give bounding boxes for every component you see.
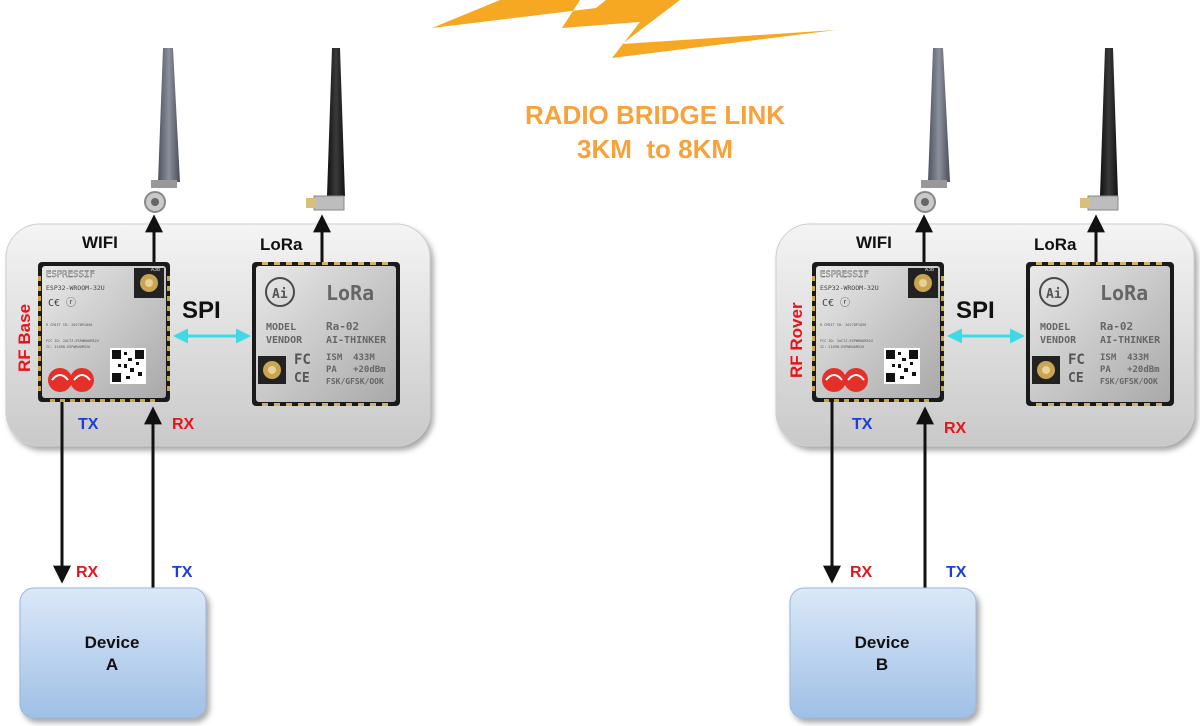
esp32-module: ESPRESSIF ESP32-WROOM-32U C€ ⓡ R CMIIT I… [812, 262, 944, 402]
rf-base-unit: WIFI LoRa ESPRESSIF ESP32-WROOM-32U C€ ⓡ… [5, 48, 431, 719]
lora-mod-text: FSK/GFSK/OOK [326, 377, 384, 386]
board-tx-label: TX [78, 416, 99, 433]
lora-module: Ai LoRa MODEL Ra-02 VENDOR AI-THINKER FC… [1026, 262, 1174, 406]
lora-label: LoRa [260, 235, 303, 254]
device-b-line1: Device [855, 633, 910, 652]
lora-vendor-label: VENDOR [266, 335, 303, 346]
lora-logo-ai: Ai [1046, 287, 1062, 302]
lora-model-value: Ra-02 [1100, 320, 1133, 333]
wifi-label: WIFI [856, 233, 892, 252]
title-line-1: RADIO BRIDGE LINK [525, 100, 785, 130]
lora-module: Ai LoRa MODEL Ra-02 VENDOR AI-THINKER FC… [252, 262, 400, 406]
lora-pa-text: PA +20dBm [326, 365, 386, 375]
device-rx-label: RX [76, 564, 99, 581]
wifi-label: WIFI [82, 233, 118, 252]
board-tx-label: TX [852, 416, 873, 433]
lora-mod-text: FSK/GFSK/OOK [1100, 377, 1158, 386]
lora-pa-text: PA +20dBm [1100, 365, 1160, 375]
esp-model-text: ESP32-WROOM-32U [46, 284, 105, 292]
lora-antenna-icon [1080, 48, 1119, 211]
esp-small-3: IC: 21098-ESPWROOM32U [820, 345, 864, 349]
lora-ism-text: ISM 433M [326, 353, 375, 363]
esp-model-text: ESP32-WROOM-32U [820, 284, 879, 292]
esp-brand-text: ESPRESSIF [46, 270, 95, 280]
esp-small-1: R CMIIT ID: 2017DP1056 [820, 323, 866, 327]
lora-logo-text: LoRa [326, 281, 374, 305]
device-a-line2: A [106, 655, 118, 674]
lightning-bolt-icon [432, 0, 836, 58]
rf-rover-side-label: RF Rover [787, 302, 806, 378]
spi-label: SPI [182, 297, 221, 324]
device-tx-label: TX [946, 564, 967, 581]
device-a-box [19, 587, 207, 719]
esp-cert-text: C€ ⓡ [822, 297, 850, 309]
lora-vendor-value: AI-THINKER [326, 335, 387, 346]
lora-logo-ai: Ai [272, 287, 288, 302]
esp-cert-text: C€ ⓡ [48, 297, 76, 309]
lora-vendor-value: AI-THINKER [1100, 335, 1161, 346]
lora-model-value: Ra-02 [326, 320, 359, 333]
device-b-line2: B [876, 655, 888, 674]
spi-label: SPI [956, 297, 995, 324]
board-rx-label: RX [172, 416, 195, 433]
lora-logo-text: LoRa [1100, 281, 1148, 305]
lora-fc-mark: FC [294, 352, 311, 368]
lora-ism-text: ISM 433M [1100, 353, 1149, 363]
esp-corner-text: A3B [925, 267, 934, 273]
esp-small-3: IC: 21098-ESPWROOM32U [46, 345, 90, 349]
device-a-line1: Device [85, 633, 140, 652]
esp-small-2: FCC ID: 2AC7Z-ESPWROOM32U [820, 339, 873, 343]
rf-rover-unit: WIFI LoRa ESPRESSIF ESP32-WROOM-32U C€ ⓡ… [775, 48, 1195, 719]
device-b-box [789, 587, 977, 719]
lora-ce-mark: CE [1068, 371, 1084, 386]
rf-base-side-label: RF Base [15, 304, 34, 372]
wifi-antenna-icon [144, 48, 180, 213]
lora-model-label: MODEL [1040, 322, 1070, 333]
lora-label: LoRa [1034, 235, 1077, 254]
wifi-antenna-icon [914, 48, 950, 213]
device-rx-label: RX [850, 564, 873, 581]
esp-small-1: R CMIIT ID: 2017DP1056 [46, 323, 92, 327]
title-line-2: 3KM to 8KM [577, 134, 733, 164]
esp-brand-text: ESPRESSIF [820, 270, 869, 280]
lora-vendor-label: VENDOR [1040, 335, 1077, 346]
esp32-module: ESPRESSIF ESP32-WROOM-32U C€ ⓡ R CMIIT I… [38, 262, 170, 402]
lora-fc-mark: FC [1068, 352, 1085, 368]
esp-corner-text: A3B [151, 267, 160, 273]
device-tx-label: TX [172, 564, 193, 581]
lora-ce-mark: CE [294, 371, 310, 386]
esp-small-2: FCC ID: 2AC7Z-ESPWROOM32U [46, 339, 99, 343]
board-rx-label: RX [944, 420, 967, 437]
lora-antenna-icon [306, 48, 345, 211]
lora-model-label: MODEL [266, 322, 296, 333]
